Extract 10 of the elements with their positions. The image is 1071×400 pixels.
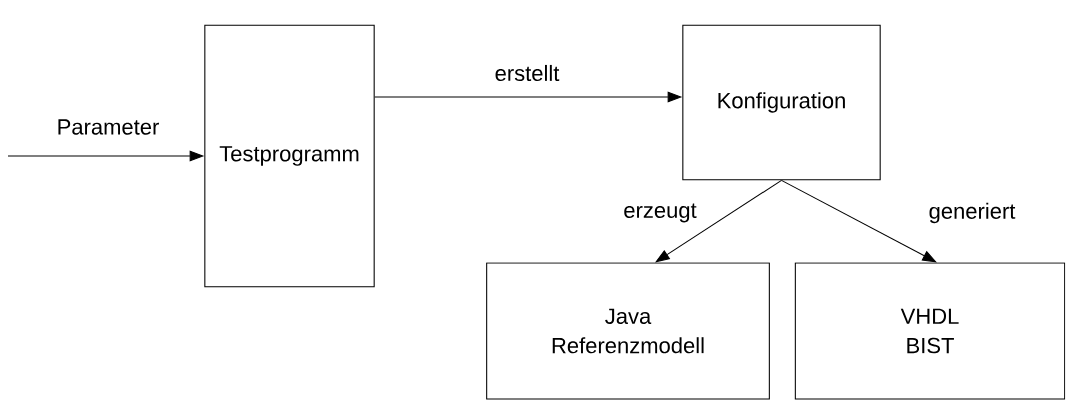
arrow: [780, 179, 937, 263]
edge-label: generiert: [927, 201, 1017, 225]
process-box: Testprogramm: [204, 24, 375, 288]
process-box: Java Referenzmodell: [486, 262, 770, 400]
process-box: Konfiguration: [682, 24, 881, 181]
edge-label: Parameter: [55, 118, 161, 136]
edge-label: erzeugt: [622, 202, 699, 224]
edge-label: erstellt: [493, 63, 561, 83]
process-box: VHDL BIST: [794, 262, 1066, 400]
arrow: [655, 179, 783, 263]
